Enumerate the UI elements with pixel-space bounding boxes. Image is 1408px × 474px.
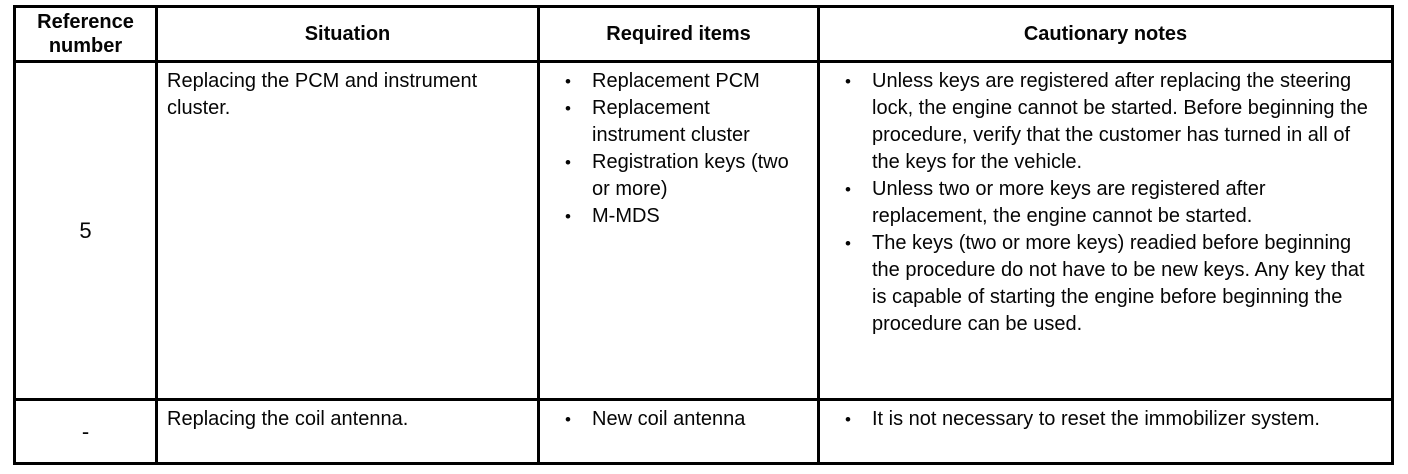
list-item: • It is not necessary to reset the immob… (820, 406, 1385, 433)
bullet-icon: • (845, 72, 851, 91)
required-items-cell: • New coil antenna (537, 398, 820, 465)
col-header-cautionary-notes: Cautionary notes (817, 5, 1394, 63)
col-header-required-items: Required items (537, 5, 820, 63)
required-item-text: M-MDS (592, 205, 660, 227)
bullet-icon: • (565, 153, 571, 172)
cautionary-note-text: Unless keys are registered after replaci… (872, 70, 1368, 173)
bullet-icon: • (845, 234, 851, 253)
table-row: - Replacing the coil antenna. • New coil… (13, 398, 1394, 465)
reference-number-cell: - (13, 398, 158, 465)
cautionary-notes-cell: • Unless keys are registered after repla… (817, 60, 1394, 401)
bullet-icon: • (565, 207, 571, 226)
required-item-text: Replacement instrument cluster (592, 97, 750, 146)
situation-cell: Replacing the coil antenna. (155, 398, 540, 465)
required-items-cell: • Replacement PCM • Replacement instrume… (537, 60, 820, 401)
table-row: 5 Replacing the PCM and instrument clust… (13, 60, 1394, 401)
reference-number-cell: 5 (13, 60, 158, 401)
col-header-situation: Situation (155, 5, 540, 63)
cautionary-notes-cell: • It is not necessary to reset the immob… (817, 398, 1394, 465)
bullet-icon: • (565, 99, 571, 118)
list-item: • New coil antenna (540, 406, 811, 433)
bullet-icon: • (565, 72, 571, 91)
list-item: • Replacement PCM (540, 68, 811, 95)
cautionary-note-text: The keys (two or more keys) readied befo… (872, 232, 1365, 335)
list-item: • M-MDS (540, 203, 811, 230)
col-header-reference-number: Reference number (13, 5, 158, 63)
list-item: • Unless two or more keys are registered… (820, 176, 1385, 230)
required-item-text: Replacement PCM (592, 70, 760, 92)
required-item-text: Registration keys (two or more) (592, 151, 789, 200)
bullet-icon: • (845, 180, 851, 199)
immobilizer-procedure-table: Reference number Situation Required item… (13, 5, 1394, 465)
cautionary-note-text: It is not necessary to reset the immobil… (872, 408, 1320, 430)
table-header-row: Reference number Situation Required item… (13, 5, 1394, 63)
list-item: • Replacement instrument cluster (540, 95, 811, 149)
bullet-icon: • (565, 410, 571, 429)
list-item: • The keys (two or more keys) readied be… (820, 230, 1385, 338)
required-item-text: New coil antenna (592, 408, 746, 430)
situation-cell: Replacing the PCM and instrument cluster… (155, 60, 540, 401)
bullet-icon: • (845, 410, 851, 429)
list-item: • Registration keys (two or more) (540, 149, 811, 203)
cautionary-note-text: Unless two or more keys are registered a… (872, 178, 1266, 227)
list-item: • Unless keys are registered after repla… (820, 68, 1385, 176)
